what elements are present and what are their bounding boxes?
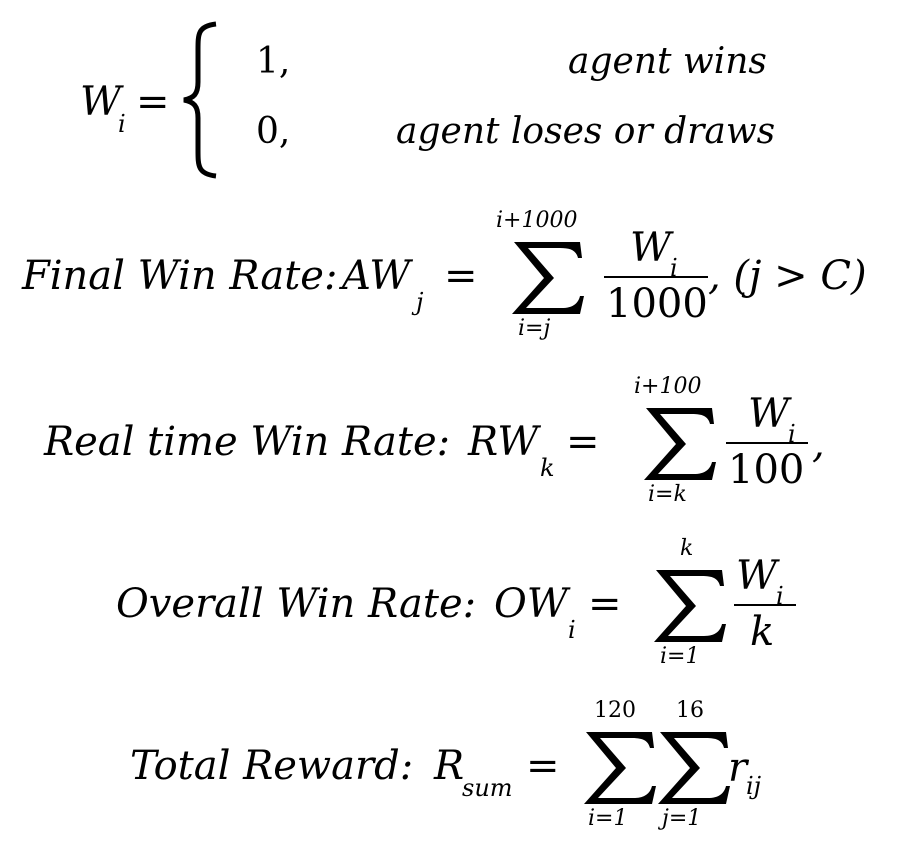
left-brace-icon: [183, 21, 217, 179]
ow-subscript: i: [568, 616, 576, 644]
summation-icon: [644, 408, 716, 480]
ow-symbol: OW: [494, 581, 568, 627]
sum-upper-limit: k: [680, 536, 694, 561]
sum-2-lower-limit: j=1: [662, 806, 702, 831]
final-win-rate-label: Final Win Rate:: [22, 253, 338, 299]
case-1-value: 1,: [256, 41, 291, 82]
equals-sign: =: [444, 253, 478, 299]
fraction-numerator: W: [748, 391, 790, 437]
equals-sign: =: [566, 419, 600, 465]
aw-subscript: j: [416, 288, 424, 316]
r-term: r: [728, 745, 748, 791]
case-2-text: agent loses or draws: [396, 111, 776, 152]
sum-lower-limit: i=1: [660, 644, 700, 669]
fraction-numerator: W: [736, 553, 778, 599]
rw-symbol: RW: [468, 419, 539, 465]
summation-icon: [584, 732, 656, 804]
case-2-value: 0,: [256, 111, 291, 152]
sum-upper-limit: i+100: [634, 374, 702, 399]
sum-lower-limit: i=j: [518, 316, 551, 341]
fraction-denominator: k: [750, 609, 775, 655]
case-1-text: agent wins: [568, 41, 767, 82]
summation-icon: [658, 732, 730, 804]
sum-2-upper-limit: 16: [676, 698, 704, 723]
fraction-denominator: 100: [728, 447, 805, 493]
numerator-subscript: i: [788, 420, 796, 448]
aw-symbol: AW: [342, 253, 411, 299]
condition-text: , (j > C): [708, 253, 867, 299]
fraction-bar: [734, 604, 796, 606]
fraction-bar: [604, 276, 708, 278]
trailing-comma: ,: [812, 421, 825, 467]
fraction-numerator: W: [630, 225, 672, 271]
real-time-win-rate-label: Real time Win Rate:: [44, 419, 451, 465]
overall-win-rate-label: Overall Win Rate:: [116, 581, 477, 627]
w-subscript: i: [118, 110, 126, 138]
sum-lower-limit: i=k: [648, 482, 687, 507]
numerator-subscript: i: [670, 254, 678, 282]
fraction-bar: [726, 442, 808, 444]
sum-upper-limit: i+1000: [496, 208, 578, 233]
sum-1-upper-limit: 120: [594, 698, 636, 723]
equals-sign: =: [526, 743, 560, 789]
fraction-denominator: 1000: [606, 281, 708, 327]
w-symbol: W: [80, 79, 122, 125]
rw-subscript: k: [540, 454, 555, 482]
r-subscript: sum: [462, 774, 513, 802]
r-symbol: R: [434, 743, 465, 789]
sum-1-lower-limit: i=1: [588, 806, 628, 831]
numerator-subscript: i: [776, 582, 784, 610]
total-reward-label: Total Reward:: [130, 743, 414, 789]
summation-icon: [654, 570, 726, 642]
r-term-subscript: ij: [746, 772, 762, 800]
equals-sign: =: [588, 581, 622, 627]
summation-icon: [512, 242, 584, 314]
equals-sign: =: [136, 79, 170, 125]
